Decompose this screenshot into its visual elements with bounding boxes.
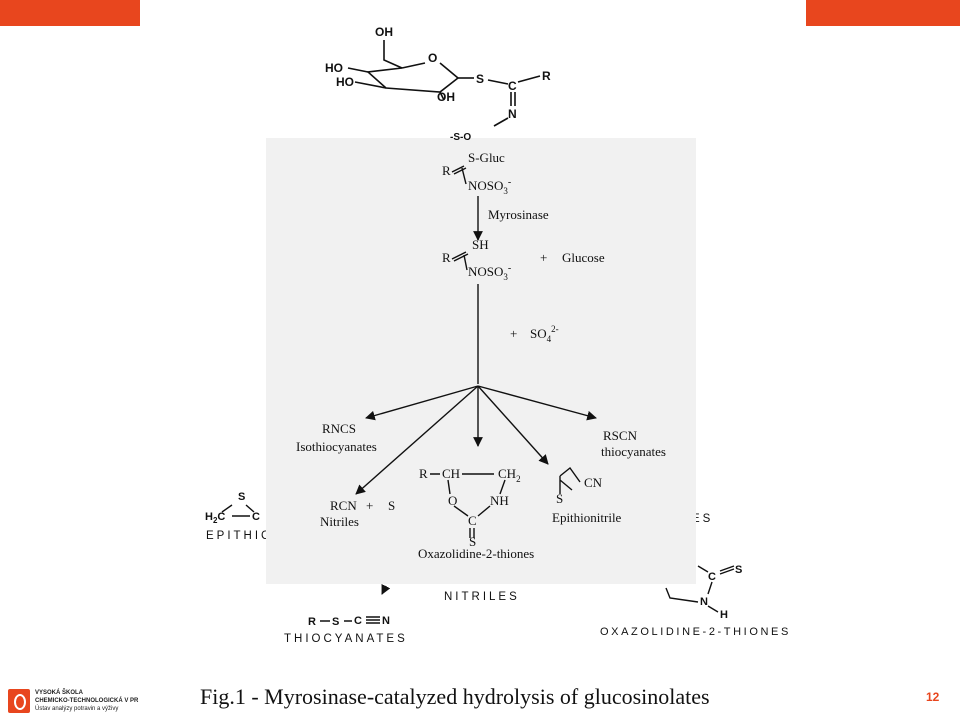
sulfate-label: SO42- <box>530 324 559 344</box>
bg-thiocyanate-r: R <box>308 616 316 628</box>
oxazolidine-name: Oxazolidine-2-thiones <box>418 546 534 561</box>
aglycone-plus: + <box>540 250 547 265</box>
substrate-bond-n <box>461 167 467 185</box>
arrow-to-isothiocyanate <box>365 385 479 421</box>
top-left-accent-bar <box>0 0 140 26</box>
aglycone-bond-sh <box>451 251 469 262</box>
university-logo: VYSOKÁ ŠKOLA CHEMICKO-TECHNOLOGICKÁ V PR… <box>8 687 158 717</box>
c-r-bond <box>517 75 541 83</box>
arrow-to-epithionitrile <box>477 385 549 465</box>
bg-epithio-ring-bonds <box>221 504 255 513</box>
n-o-bond <box>493 117 509 127</box>
ox-c: C <box>468 513 477 528</box>
logo-line-2: CHEMICKO-TECHNOLOGICKÁ V PR <box>35 698 139 704</box>
figure-caption: Fig.1 - Myrosinase-catalyzed hydrolysis … <box>200 684 710 709</box>
bg-thiocyanate-s: S <box>332 616 339 628</box>
s-c-bond <box>487 79 509 85</box>
ox-ch: CH <box>442 466 460 481</box>
nitriles-label: NITRILES <box>444 591 520 603</box>
substrate-noso3: NOSO3- <box>468 177 511 196</box>
nitrile-name: Nitriles <box>320 514 359 529</box>
oh-bond-bottom <box>439 91 445 101</box>
bg-ox-n: N <box>700 596 708 608</box>
bg-ox-c: C <box>708 571 716 583</box>
r-group-label: R <box>542 69 551 83</box>
bg-epithio-s: S <box>238 491 245 503</box>
ox-nh: NH <box>490 493 509 508</box>
oh-bottom-label: OH <box>437 90 455 104</box>
bg-epithio-c2: C <box>252 511 260 523</box>
bg-epithio-h2c: H2C <box>205 511 225 525</box>
isothiocyanate-name: Isothiocyanates <box>296 439 377 454</box>
epithionitrile-name: Epithionitrile <box>552 510 622 525</box>
ho-label-2: HO <box>336 75 354 89</box>
nitrile-plus: + <box>366 498 373 513</box>
ho-bond-1 <box>347 67 369 73</box>
arrow-to-thiocyanate <box>477 385 597 421</box>
truncated-sulfate-label: ‐S‐O <box>450 132 471 143</box>
ring-top-bond <box>401 62 426 69</box>
ch2oh-bond <box>383 40 403 69</box>
logo-line-3: Ústav analýzy potravin a výživy <box>35 706 119 712</box>
thiocyanate-name: thiocyanates <box>601 444 666 459</box>
bg-ox-s: S <box>735 564 742 576</box>
ring-body <box>366 67 459 93</box>
isothiocyanate-formula: RNCS <box>322 421 356 436</box>
substrate-r: R <box>442 163 451 178</box>
enzyme-label: Myrosinase <box>488 207 549 222</box>
oxazolidine-label: OXAZOLIDINE-2-THIONES <box>600 626 791 638</box>
epithio-s: S <box>556 491 563 506</box>
ox-r: R <box>419 466 428 481</box>
arrow-to-nitrile <box>355 385 479 495</box>
glucosinolate-structure <box>347 40 541 127</box>
page-number: 12 <box>926 690 940 704</box>
bg-ox-h: H <box>720 609 728 621</box>
bg-thiocyanate-triple-bond <box>366 616 380 624</box>
thiocyanates-label: THIOCYANATES <box>284 633 408 645</box>
nitrile-formula: RCN <box>330 498 357 513</box>
bg-thiocyanate-c: C <box>354 615 362 627</box>
ring-oxygen-label: O <box>428 51 437 65</box>
sulfate-plus: + <box>510 326 517 341</box>
ox-ch2: CH2 <box>498 466 521 484</box>
ox-o: O <box>448 493 457 508</box>
epithio-label: EPITHIC <box>206 530 273 542</box>
thio-carbon-label: C <box>508 79 517 93</box>
ox-thione-double-bond <box>469 528 475 538</box>
aglycone-bond-n <box>463 254 468 271</box>
bg-ox-cs-bonds <box>697 565 735 575</box>
substrate-bond-s <box>451 165 467 175</box>
epithio-cn: CN <box>584 475 603 490</box>
top-right-accent-bar <box>806 0 960 26</box>
substrate-sgluc: S-Gluc <box>468 150 505 165</box>
logo-line-1: VYSOKÁ ŠKOLA <box>35 690 84 696</box>
c-n-double-bond <box>510 92 516 106</box>
epithio-ring-bonds <box>559 466 581 494</box>
aglycone-r: R <box>442 250 451 265</box>
aglycone-sh: SH <box>472 237 489 252</box>
oh-top-label: OH <box>375 25 393 39</box>
ox-s: S <box>469 534 476 549</box>
scanned-scheme-panel <box>266 138 696 584</box>
es-fragment: ES <box>692 513 714 525</box>
ring-o-bond <box>439 62 459 79</box>
nitrile-sulfur: S <box>388 498 395 513</box>
bg-ox-ring-bonds <box>665 581 719 613</box>
university-logo-mark <box>8 689 30 713</box>
ox-ring-bonds <box>447 479 506 517</box>
ho-label-1: HO <box>325 61 343 75</box>
bg-thiocyanate-n: N <box>382 615 390 627</box>
ho-bond-2 <box>354 81 387 89</box>
glucose-label: Glucose <box>562 250 605 265</box>
bg-fragment-arrow <box>381 583 391 595</box>
aglycone-noso3: NOSO3- <box>468 263 511 282</box>
thiocyanate-formula: RSCN <box>603 428 638 443</box>
nitrogen-label: N <box>508 107 517 121</box>
thio-sulfur-label: S <box>476 72 484 86</box>
